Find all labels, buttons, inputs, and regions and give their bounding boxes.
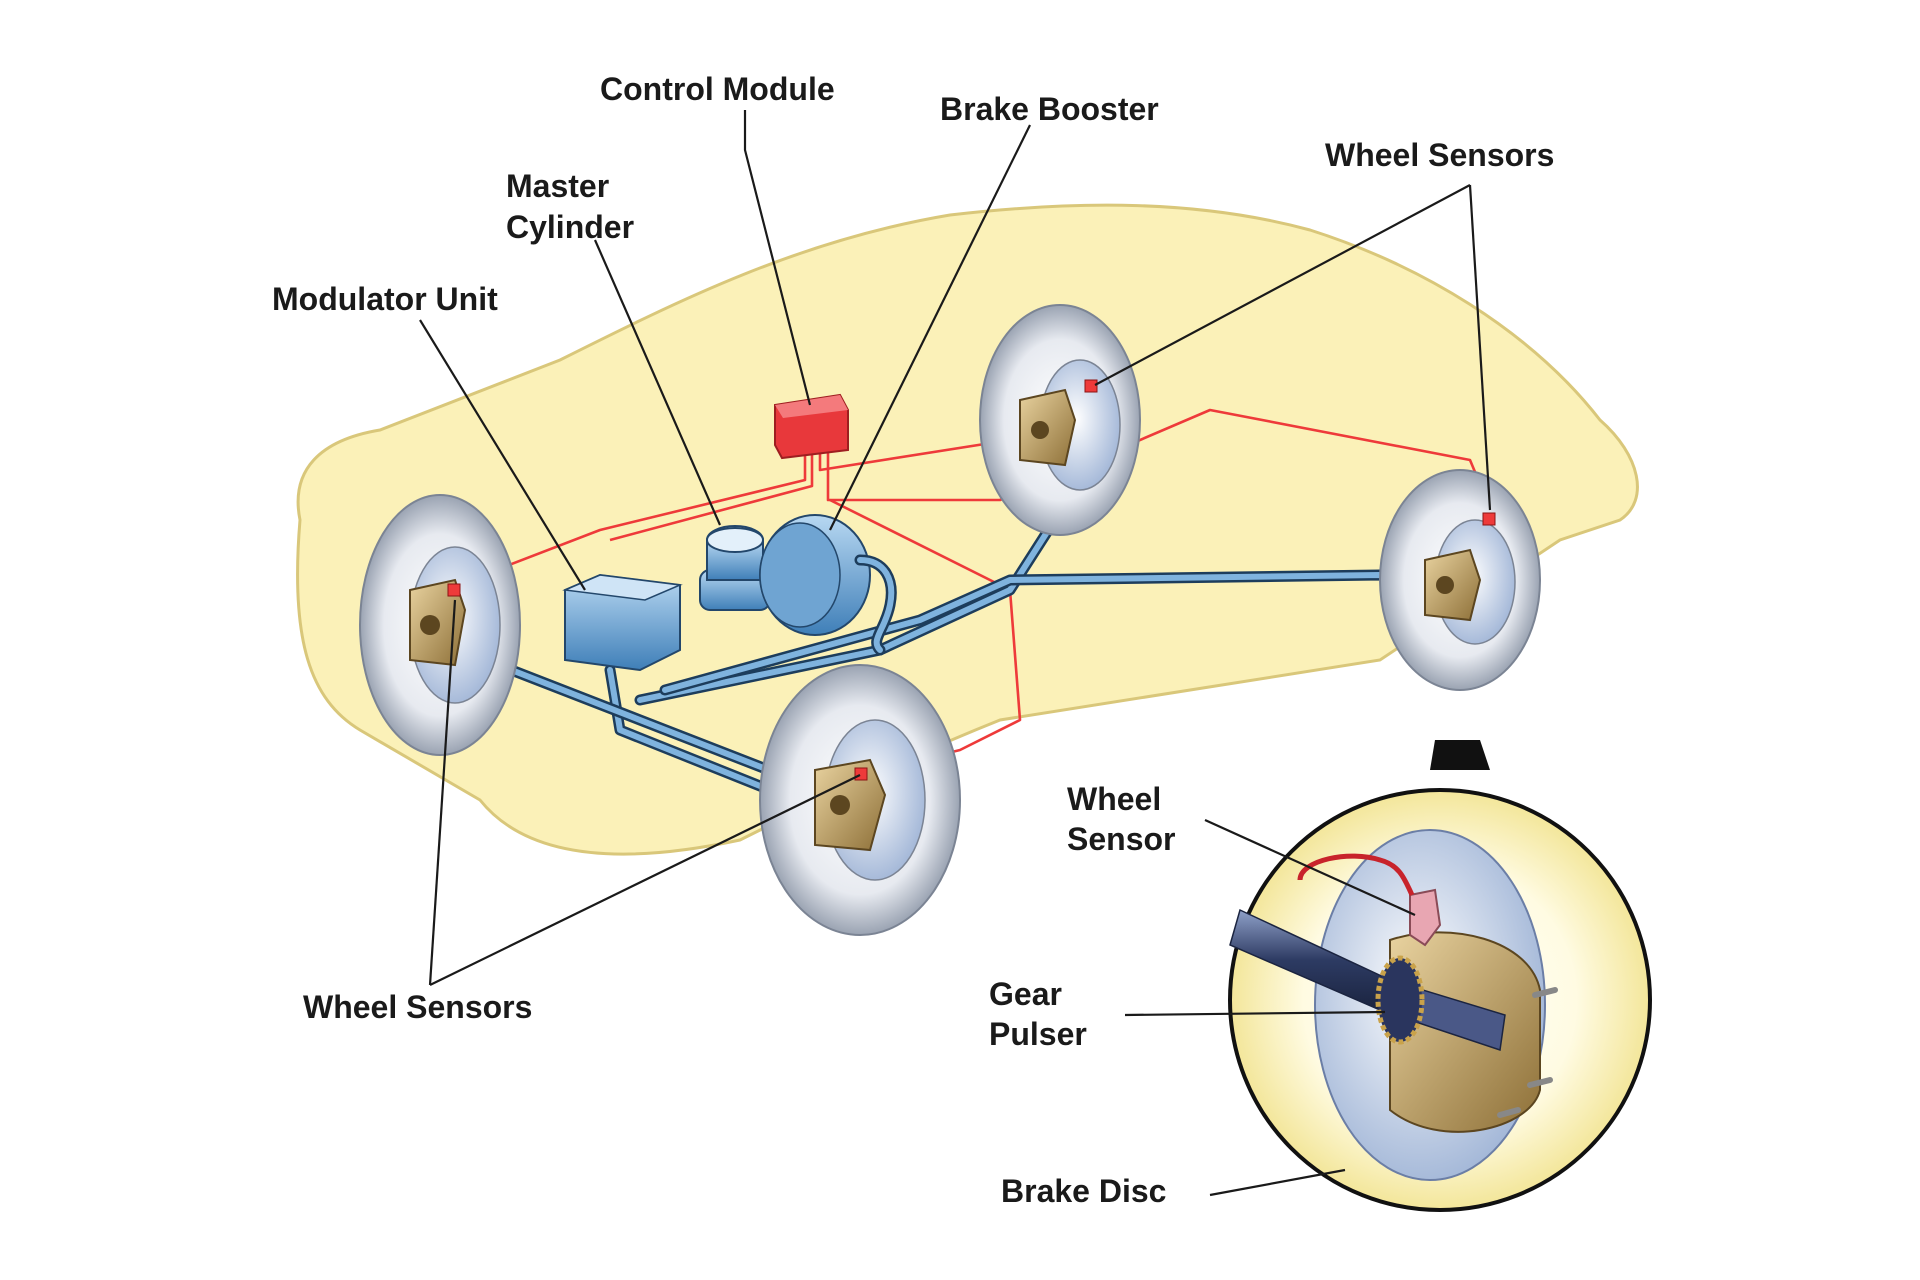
label-wheel-sensor-2: Sensor (1067, 821, 1175, 857)
inset-detail (1228, 788, 1652, 1212)
wheel-sensor-markers (447, 379, 1496, 781)
label-wheel-sensor-1: Wheel (1067, 781, 1161, 817)
labels: Control Module Brake Booster Master Cyli… (272, 71, 1554, 1209)
label-master-cylinder-1: Master (506, 168, 609, 204)
wheel-rear-left (979, 304, 1141, 536)
label-master-cylinder-2: Cylinder (506, 209, 634, 245)
label-gear-pulser-1: Gear (989, 976, 1062, 1012)
brake-booster (759, 514, 897, 656)
label-modulator-unit: Modulator Unit (272, 281, 498, 317)
label-control-module: Control Module (600, 71, 835, 107)
brake-lines (454, 459, 1466, 816)
modulator-unit (562, 573, 683, 672)
leader-lines (419, 110, 1492, 1197)
label-gear-pulser-2: Pulser (989, 1016, 1087, 1052)
label-brake-disc: Brake Disc (1001, 1173, 1166, 1209)
control-module-box (774, 393, 849, 460)
label-brake-booster: Brake Booster (940, 91, 1159, 127)
label-wheel-sensors-right: Wheel Sensors (1325, 137, 1554, 173)
inset-callout-pointer (1430, 740, 1490, 770)
wheel-front-left (359, 494, 521, 756)
label-wheel-sensors-left: Wheel Sensors (303, 989, 532, 1025)
car-body (296, 203, 1639, 856)
wheel-front-right (759, 664, 961, 936)
wheel-rear-right (1379, 469, 1541, 691)
